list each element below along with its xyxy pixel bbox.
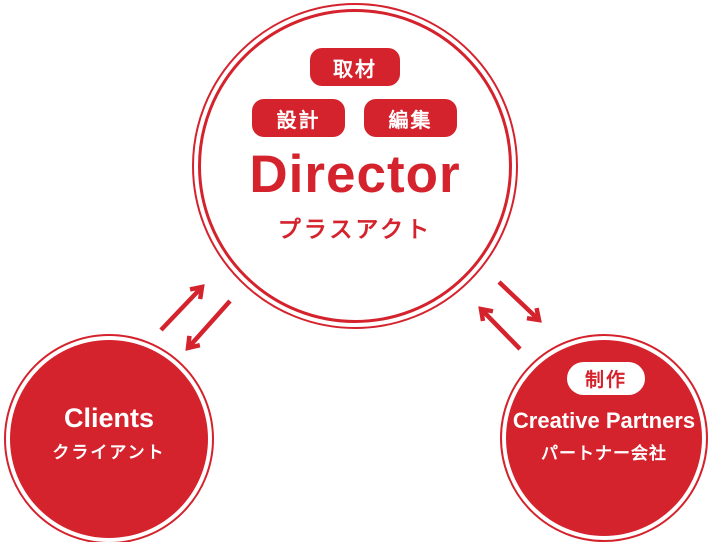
production-badge: 制作	[567, 362, 645, 395]
tag-design: 設計	[252, 99, 345, 137]
tag-interview: 取材	[310, 48, 400, 86]
partners-director-arrows-icon	[478, 280, 542, 351]
clients-director-arrows-icon	[159, 284, 232, 351]
director-subtitle: プラスアクト	[277, 216, 433, 242]
partners-title: Creative Partners	[512, 408, 696, 433]
director-circle	[192, 3, 518, 329]
clients-subtitle: クライアント	[52, 443, 166, 462]
clients-title: Clients	[63, 403, 155, 433]
partners-subtitle: パートナー会社	[541, 444, 667, 463]
director-circle-inner-ring	[198, 9, 512, 323]
director-title: Director	[249, 145, 461, 204]
tag-editing: 編集	[364, 99, 457, 137]
clients-circle	[4, 334, 214, 542]
clients-circle-fill	[10, 340, 208, 538]
